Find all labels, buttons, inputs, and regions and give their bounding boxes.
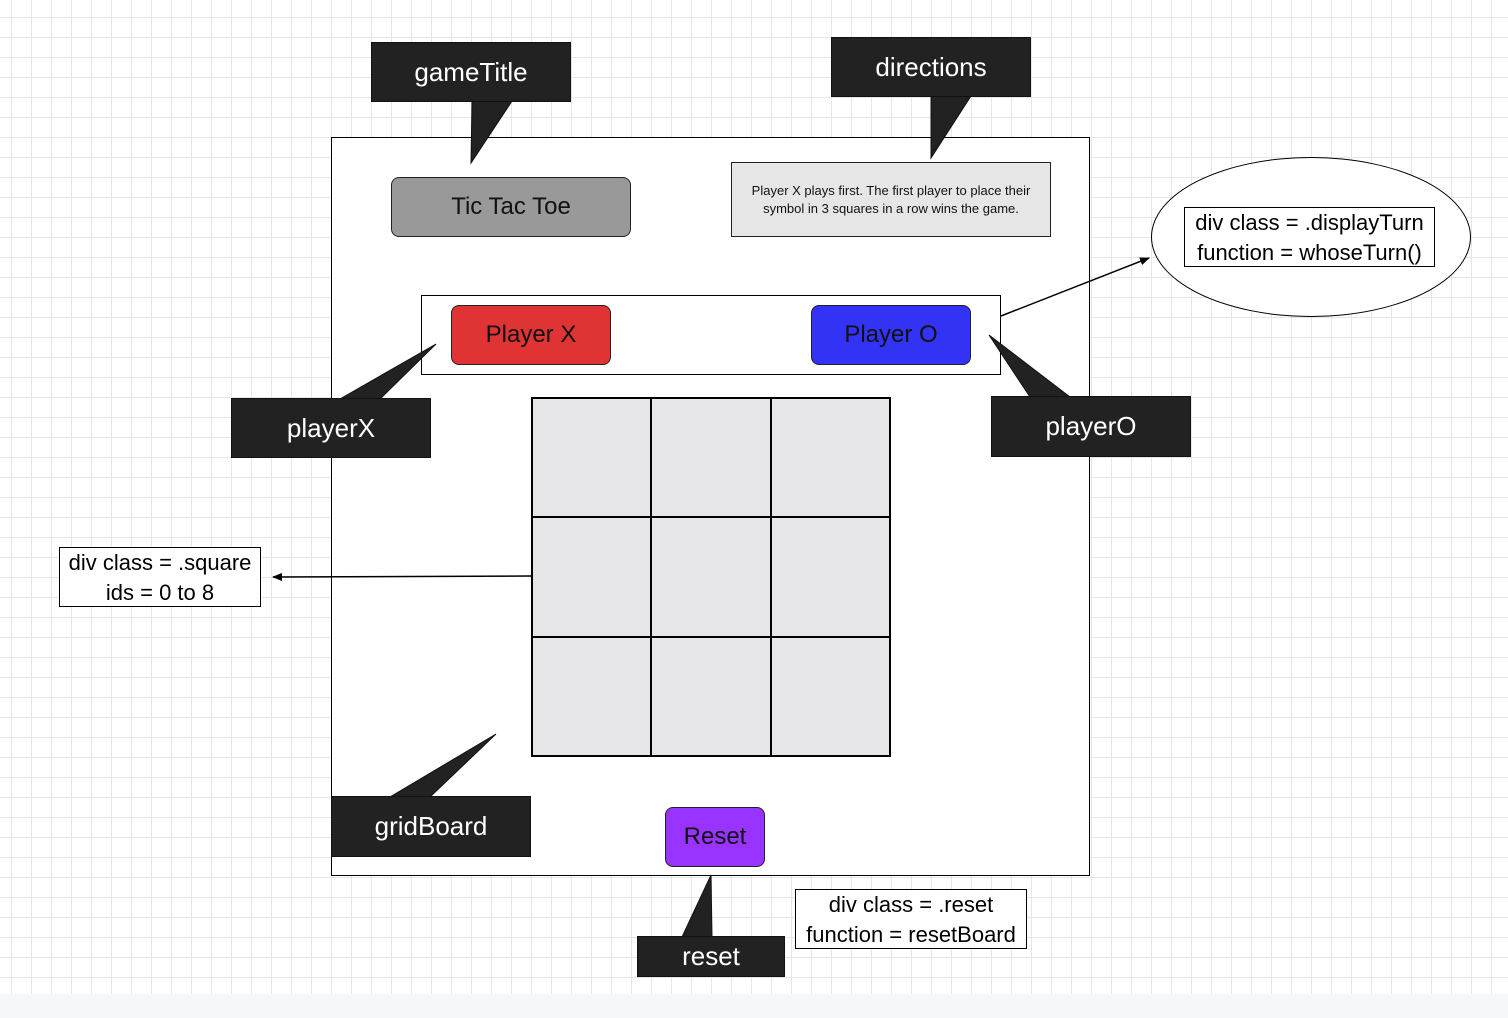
square-4[interactable] — [651, 517, 771, 637]
square-5[interactable] — [770, 517, 890, 637]
game-title-callout: gameTitle — [371, 42, 571, 102]
game-title-callout-tail — [470, 100, 513, 165]
reset-note-line2: function = resetBoard — [806, 922, 1016, 947]
directions-box: Player X plays first. The first player t… — [731, 162, 1051, 237]
player-x-button[interactable]: Player X — [451, 305, 611, 365]
display-turn-arrow — [1000, 257, 1150, 317]
display-turn-note-line1: div class = .displayTurn — [1195, 210, 1424, 235]
square-6[interactable] — [532, 636, 652, 756]
grid-board-callout-tail — [388, 733, 497, 798]
player-o-callout: playerO — [991, 396, 1191, 457]
square-note-line2: ids = 0 to 8 — [105, 580, 215, 605]
reset-note-line1: div class = .reset — [828, 892, 994, 917]
square-8[interactable] — [770, 636, 890, 756]
reset-note: div class = .reset function = resetBoard — [795, 889, 1027, 949]
square-1[interactable] — [651, 398, 771, 518]
grid-board — [531, 397, 891, 757]
player-x-callout-tail — [338, 343, 437, 400]
square-7[interactable] — [651, 636, 771, 756]
square-arrow — [272, 572, 532, 581]
display-turn-note: div class = .displayTurn function = whos… — [1184, 207, 1435, 267]
directions-callout: directions — [831, 37, 1031, 97]
player-o-button[interactable]: Player O — [811, 305, 971, 365]
square-0[interactable] — [532, 398, 652, 518]
game-title-box: Tic Tac Toe — [391, 177, 631, 237]
reset-callout-tail — [681, 874, 713, 938]
canvas-bottom-strip — [0, 994, 1508, 1018]
reset-callout: reset — [637, 936, 785, 977]
grid-board-callout: gridBoard — [331, 796, 531, 857]
square-note: div class = .square ids = 0 to 8 — [59, 547, 261, 607]
directions-callout-tail — [930, 95, 972, 160]
player-x-callout: playerX — [231, 398, 431, 458]
player-o-callout-tail — [988, 334, 1072, 398]
square-3[interactable] — [532, 517, 652, 637]
display-turn-note-line2: function = whoseTurn() — [1197, 240, 1422, 265]
square-note-line1: div class = .square — [68, 550, 252, 575]
square-2[interactable] — [770, 398, 890, 518]
reset-button[interactable]: Reset — [665, 807, 765, 867]
